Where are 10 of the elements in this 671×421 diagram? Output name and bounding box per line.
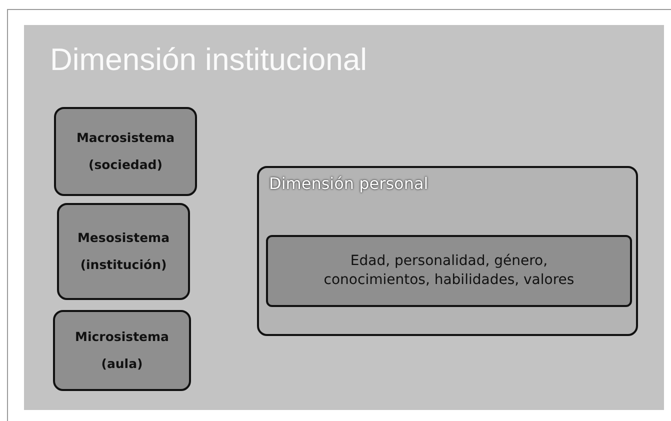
system-label: Mesosistema (institución) xyxy=(76,229,171,274)
group-frame xyxy=(257,166,638,336)
system-label: Microsistema (aula) xyxy=(74,328,170,372)
group-heading: Dimensión personal xyxy=(269,174,428,193)
system-label: Macrosistema (sociedad) xyxy=(75,129,176,174)
system-box xyxy=(54,107,197,196)
attributes-text: Edad, personalidad, género, conocimientos, habilidades, valores xyxy=(322,252,576,290)
attributes-box xyxy=(266,235,632,307)
system-box xyxy=(57,203,190,300)
system-box xyxy=(53,310,191,391)
